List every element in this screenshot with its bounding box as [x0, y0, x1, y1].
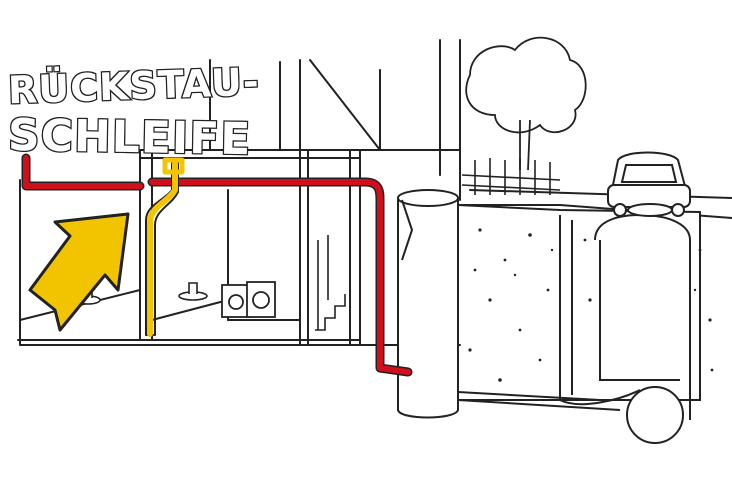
- tree: [465, 36, 587, 171]
- stairs: [315, 235, 346, 331]
- inspection-shaft: [397, 189, 459, 419]
- sewer-main: [457, 203, 691, 444]
- fence: [461, 158, 561, 195]
- red-drain-pipe: [21, 153, 413, 377]
- pointer-arrow: [28, 212, 130, 332]
- soil: [457, 203, 714, 401]
- car: [607, 151, 691, 217]
- title-line-2: SCHLEIFE: [6, 109, 253, 167]
- washing-machines: [221, 281, 276, 318]
- backflow-loop-pipe: [145, 157, 185, 337]
- title-line-1: RÜCKSTAU-: [6, 58, 262, 113]
